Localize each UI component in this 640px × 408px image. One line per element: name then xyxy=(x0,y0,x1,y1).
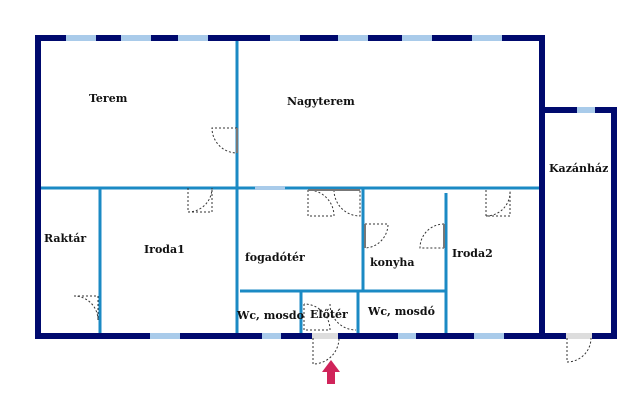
room-label-fogadoter: fogadótér xyxy=(245,251,305,264)
room-label-wc1: Wc, mosdo xyxy=(236,309,304,322)
room-label-wc2: Wc, mosdó xyxy=(367,305,435,318)
internal-walls xyxy=(38,38,542,336)
outer-walls xyxy=(35,35,617,339)
entrance-arrow-icon xyxy=(322,360,340,384)
room-label-iroda2: Iroda2 xyxy=(452,247,493,260)
room-label-konyha: konyha xyxy=(370,256,414,269)
room-label-raktar: Raktár xyxy=(44,232,86,245)
room-label-iroda1: Iroda1 xyxy=(144,243,185,256)
room-label-nagyterem: Nagyterem xyxy=(287,95,355,108)
doors xyxy=(73,127,592,365)
room-label-kazanhaz: Kazánház xyxy=(549,162,608,175)
room-label-eloter: Előtér xyxy=(310,308,348,321)
room-label-terem: Terem xyxy=(89,92,128,105)
